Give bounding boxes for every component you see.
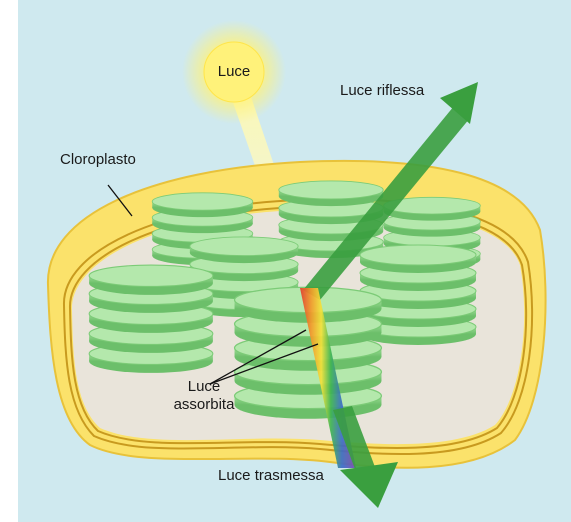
absorbed-light-label-line2: assorbita [158, 396, 250, 413]
transmitted-light-label: Luce trasmessa [218, 467, 324, 484]
light-label: Luce [208, 63, 260, 80]
absorbed-light-label-line1: Luce [158, 378, 250, 395]
reflected-light-label: Luce riflessa [340, 82, 424, 99]
granum-front-left [89, 265, 213, 373]
chloroplast-label: Cloroplasto [60, 151, 136, 168]
